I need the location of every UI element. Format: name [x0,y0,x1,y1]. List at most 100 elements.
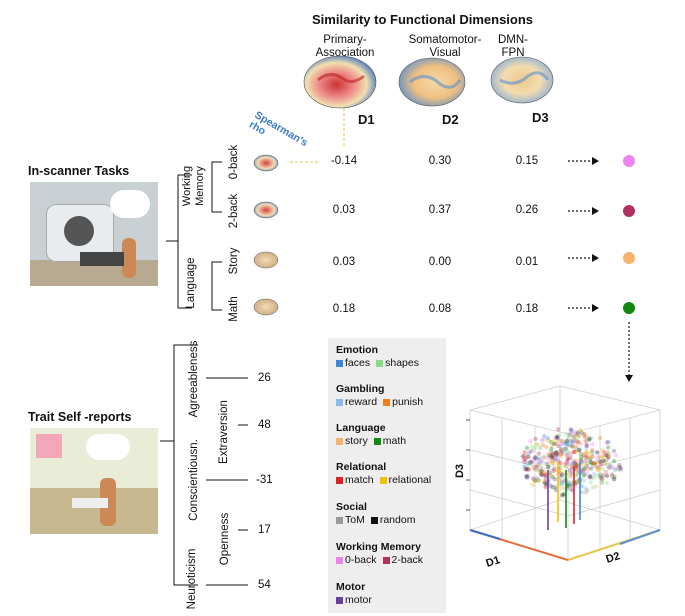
scatter-point [528,460,533,465]
scatter-point [588,474,593,479]
legend-item-label: 2-back [391,554,424,566]
legend-item: 0-back [336,554,377,566]
scatter-point [597,471,602,476]
legend-item-label: relational [388,474,432,486]
scatter-point [545,436,550,441]
scatter-point [583,454,588,459]
scatter-point [581,432,587,437]
legend-swatch [336,437,343,445]
legend-swatch [373,437,381,445]
legend-item: relational [379,474,432,486]
scatter-point [542,472,547,477]
trait-value-agreeableness: 26 [258,372,271,384]
legend-item: reward [336,396,377,408]
scatter-point [529,459,534,464]
brain-2back-icon [253,201,279,219]
scatter-point [521,454,526,459]
scatter-point [596,467,601,472]
scatter-point [591,476,596,481]
scatter-point [558,447,564,452]
scatter-point [525,466,530,472]
scatter-point [549,455,554,460]
scatter-point [535,442,541,447]
scatter-point [524,454,529,459]
trait-value-conscientiousness: -31 [256,474,273,486]
scatter-point [595,450,600,455]
scatter-point [608,463,613,469]
column-header-d1-line2: Association [315,47,375,59]
scatter-point [569,428,574,433]
scatter-point [558,444,563,449]
scatter-point [599,476,604,481]
scatter-point [542,433,547,439]
scatter-point [551,456,556,461]
scatter-point [578,428,583,433]
scatter-point [585,487,590,493]
legend-swatch [383,398,391,406]
scatter-point [551,468,556,473]
scatter-point [578,457,583,463]
scatter-point [558,475,563,480]
scatter-point [565,449,570,455]
scatter-point [596,466,601,471]
scatter-point [559,472,565,478]
scatter-point [572,449,577,454]
scatter-point [555,455,560,461]
in-scanner-title: In-scanner Tasks [28,164,130,178]
scatter-point [558,448,564,453]
scatter-point [539,472,544,478]
scatter-point [609,474,614,479]
scatter-point [574,458,579,463]
scatter-point [574,465,579,470]
scatter-point [568,451,573,456]
scatter-point [587,455,592,460]
scatter-point [532,446,538,451]
legend-item-label: shapes [385,357,419,369]
scatter-point [539,438,544,443]
scatter-point [599,462,604,467]
scatter-point [558,482,563,487]
scatter-point [543,484,549,489]
scatter-point [534,442,539,447]
scatter-point [566,435,571,440]
legend-group-title: Working Memory [336,541,421,553]
legend-item-label: match [345,474,374,486]
scatter-point [548,473,553,478]
scatter-point [576,448,581,453]
column-header-d1: Primary- Association [300,34,390,60]
scatter-point [582,432,587,437]
scatter-point [581,473,586,478]
scatter-point [576,440,581,445]
legend-group-title: Emotion [336,344,378,356]
scatter-point [563,463,569,469]
scatter-point [582,466,587,471]
scatter-point [605,453,610,458]
scatter-point [604,440,610,445]
legend-item: punish [383,396,423,408]
scatter-point [581,456,586,461]
legend-row: 0-back 2-back [336,554,429,566]
scatter-point [571,436,576,441]
scatter-point [572,437,577,442]
column-header-d1-line1: Primary- [323,34,367,46]
scatter-point [532,467,538,472]
scatter-point [523,465,528,470]
scatter-point [583,438,588,444]
scatter-point [547,453,553,458]
scatter-point [530,476,536,481]
legend-item-label: random [379,514,416,526]
legend-item: faces [336,357,370,369]
task-dot-story [623,252,635,264]
scatter-point [538,471,543,476]
scatter-point [544,444,549,450]
scatter-point [597,464,603,470]
scatter-point [542,455,547,460]
legend-item-label: faces [345,357,371,369]
scatter-point [559,438,565,444]
scatter-point [527,460,533,466]
scatter-point [573,472,579,478]
scatter-point [590,454,595,459]
scatter-point [584,455,589,460]
